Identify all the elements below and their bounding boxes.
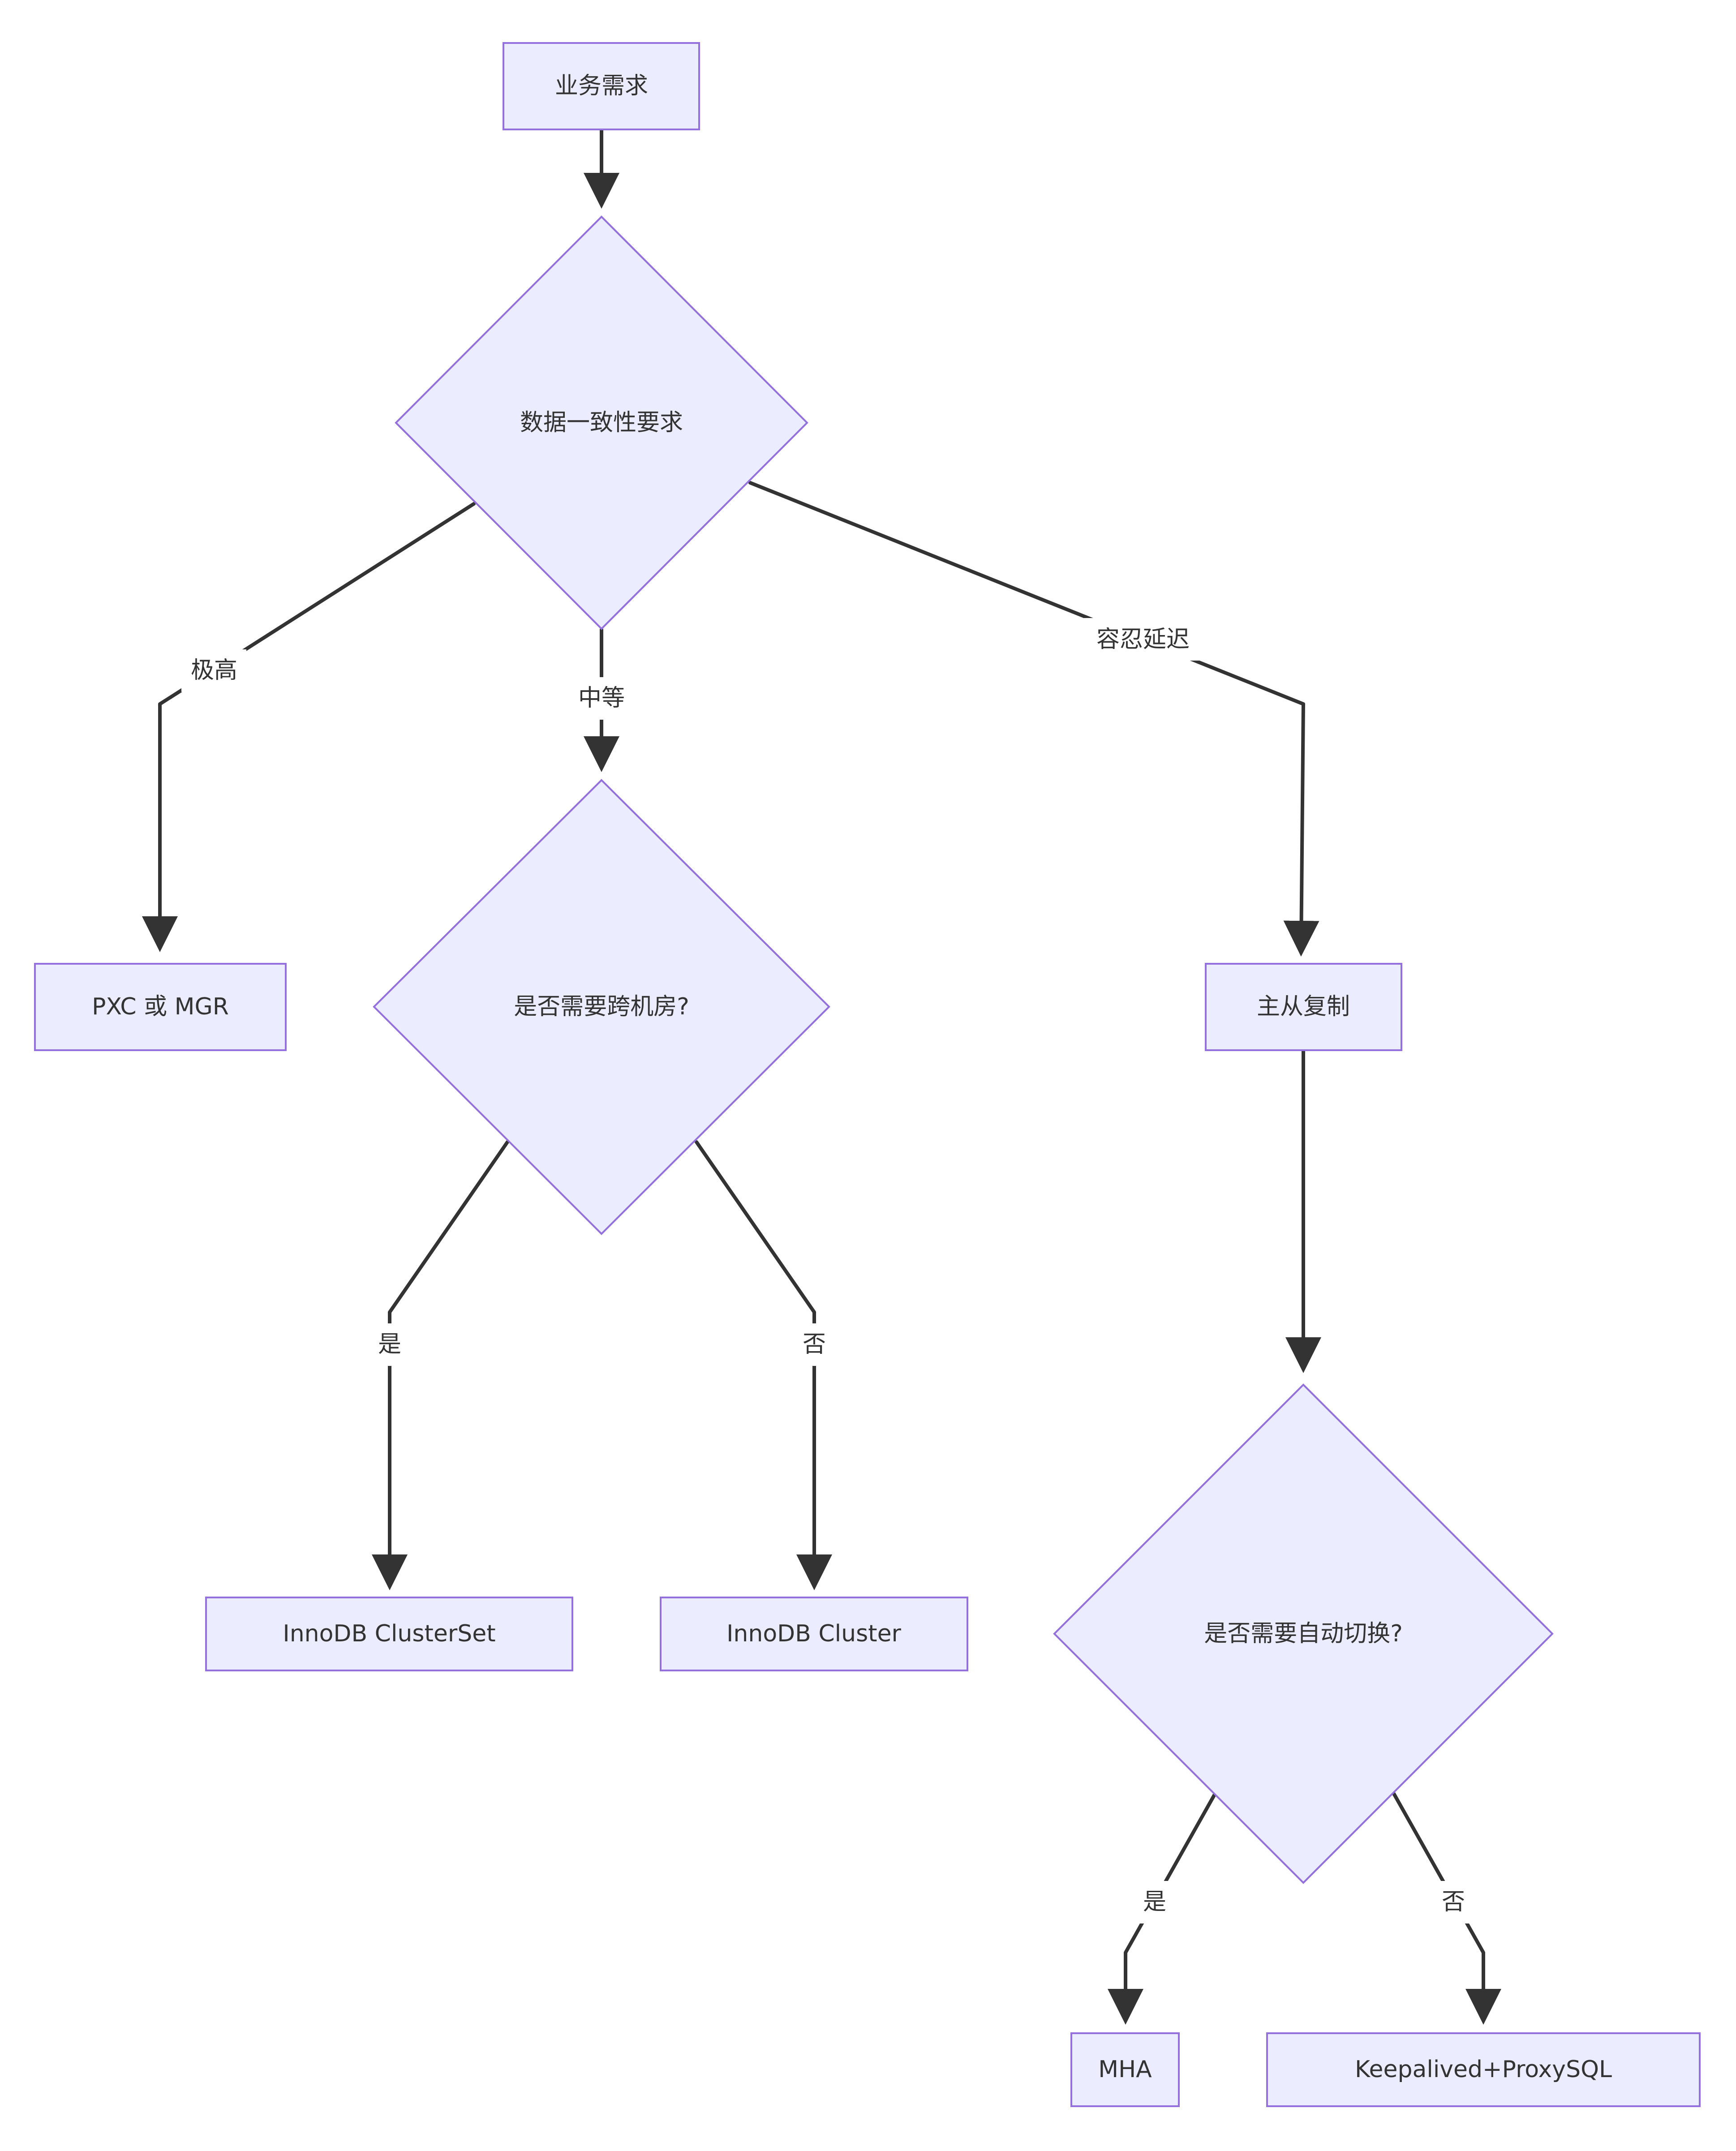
edge-crossdc-to-cluster (695, 1140, 832, 1590)
edge-consistency-to-pxc (142, 502, 476, 952)
edge-label-crossdc-no: 否 (803, 1331, 826, 1358)
edge-label-medium: 中等 (578, 685, 625, 712)
edges (142, 128, 1501, 2025)
node-pxc-mgr: PXC 或 MGR (34, 963, 287, 1051)
edge-label-tolerate-delay: 容忍延迟 (1096, 626, 1190, 653)
edge-label-auto-yes: 是 (1143, 1889, 1166, 1915)
node-start-label: 业务需求 (555, 73, 648, 99)
node-consistency-decision: 数据一致性要求 (395, 215, 808, 630)
node-start: 业务需求 (503, 42, 700, 130)
node-cross-dc-label: 是否需要跨机房? (514, 993, 689, 1020)
node-mha-label: MHA (1098, 2056, 1152, 2083)
edge-autofailover-to-mha (1108, 1792, 1217, 2025)
node-cluster-label: InnoDB Cluster (726, 1620, 901, 1647)
edge-autofailover-to-keepalived (1392, 1792, 1501, 2025)
node-cross-dc-decision: 是否需要跨机房? (373, 779, 830, 1235)
node-cluster: InnoDB Cluster (660, 1597, 968, 1671)
edge-crossdc-to-clusterset (372, 1140, 509, 1590)
node-consistency-label: 数据一致性要求 (520, 409, 683, 436)
node-master-slave: 主从复制 (1205, 963, 1402, 1051)
edge-label-very-high: 极高 (191, 657, 237, 684)
edge-label-auto-no: 否 (1442, 1889, 1465, 1915)
node-keepalived: Keepalived+ProxySQL (1266, 2032, 1701, 2107)
node-keepalived-label: Keepalived+ProxySQL (1355, 2056, 1612, 2083)
edge-consistency-to-masterslave (748, 481, 1319, 957)
node-auto-failover-decision: 是否需要自动切换? (1053, 1383, 1554, 1884)
node-master-slave-label: 主从复制 (1257, 993, 1350, 1020)
node-mha: MHA (1070, 2032, 1180, 2107)
node-clusterset: InnoDB ClusterSet (205, 1597, 573, 1671)
edge-label-crossdc-yes: 是 (378, 1331, 401, 1358)
node-clusterset-label: InnoDB ClusterSet (283, 1620, 495, 1647)
edge-labels: 极高 中等 容忍延迟 是 否 是 否 (181, 618, 1476, 1923)
node-pxc-mgr-label: PXC 或 MGR (92, 993, 229, 1020)
node-auto-failover-label: 是否需要自动切换? (1204, 1620, 1403, 1647)
